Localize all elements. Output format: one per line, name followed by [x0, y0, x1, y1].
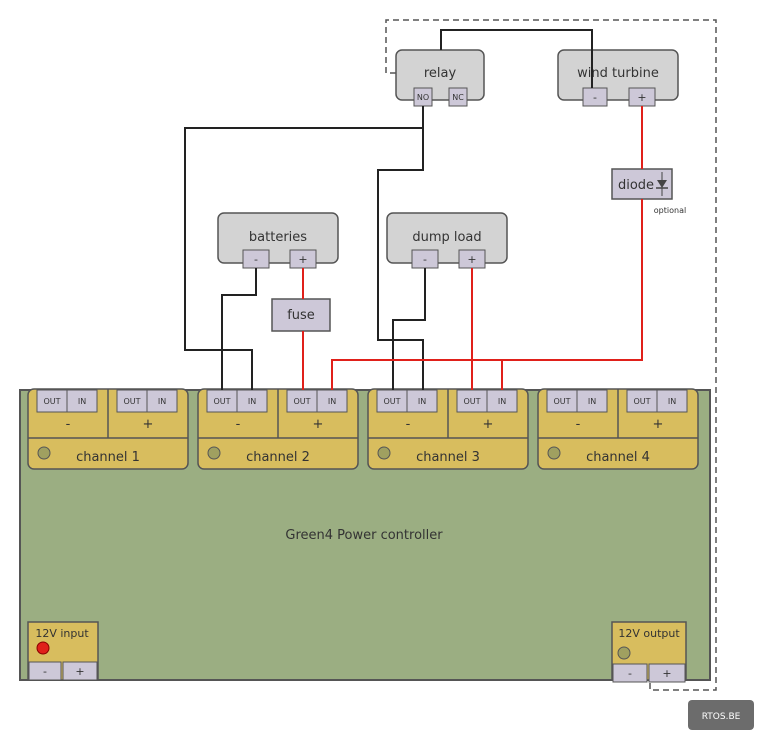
channel-4: OUT IN OUT IN - + channel 4: [537, 388, 699, 470]
fuse-block: fuse: [271, 298, 331, 332]
svg-text:OUT: OUT: [293, 397, 310, 406]
svg-text:+: +: [483, 417, 494, 432]
dump-load-block: dump load - +: [386, 212, 508, 269]
svg-text:OUT: OUT: [123, 397, 140, 406]
output-minus-terminal[interactable]: [612, 663, 648, 683]
svg-text:IN: IN: [158, 397, 166, 406]
channel-1: OUT IN OUT IN - + channel 1: [27, 388, 189, 470]
svg-text:+: +: [313, 417, 324, 432]
svg-text:OUT: OUT: [43, 397, 60, 406]
svg-text:+: +: [75, 665, 84, 678]
ch3-led: [377, 446, 391, 460]
wind-turbine-block: wind turbine - +: [557, 49, 679, 107]
input-plus-terminal[interactable]: [62, 661, 98, 681]
output-led-icon: [617, 646, 631, 660]
ch4-label: channel 4: [586, 450, 650, 465]
watermark-badge: RTOS.BE: [688, 700, 754, 730]
ch1-led: [37, 446, 51, 460]
svg-text:-: -: [406, 417, 411, 432]
svg-text:NO: NO: [417, 93, 429, 102]
svg-text:OUT: OUT: [383, 397, 400, 406]
relay-nc-terminal[interactable]: [448, 87, 468, 107]
output-12v-block: 12V output - +: [611, 621, 687, 683]
svg-text:IN: IN: [328, 397, 336, 406]
svg-text:-: -: [236, 417, 241, 432]
watermark-text: RTOS.BE: [702, 712, 741, 722]
input-minus-terminal[interactable]: [28, 661, 62, 681]
diode-symbol-icon: [656, 172, 668, 196]
ch3-label: channel 3: [416, 450, 480, 465]
relay-block: relay NO NC: [395, 49, 485, 107]
output-plus-terminal[interactable]: [648, 663, 686, 683]
diode-note: optional: [654, 206, 686, 215]
svg-text:NC: NC: [452, 93, 464, 102]
svg-text:OUT: OUT: [463, 397, 480, 406]
input-led-icon: [36, 641, 50, 655]
svg-text:-: -: [628, 667, 632, 680]
ch2-label: channel 2: [246, 450, 310, 465]
svg-text:+: +: [653, 417, 664, 432]
wind-turbine-label: wind turbine: [577, 66, 659, 81]
relay-label: relay: [424, 66, 457, 81]
svg-text:-: -: [254, 253, 258, 266]
svg-text:IN: IN: [248, 397, 256, 406]
red-wires: [302, 106, 643, 390]
channel-3: OUT IN OUT IN - + channel 3: [367, 388, 529, 470]
diode-label: diode: [618, 178, 654, 193]
svg-text:+: +: [662, 667, 671, 680]
black-wires: [184, 29, 593, 390]
svg-text:IN: IN: [668, 397, 676, 406]
batteries-block: batteries - +: [217, 212, 339, 269]
svg-text:-: -: [423, 253, 427, 266]
svg-text:+: +: [467, 253, 476, 266]
svg-text:-: -: [593, 91, 597, 104]
ch1-minus-in[interactable]: [66, 389, 98, 413]
svg-text:IN: IN: [418, 397, 426, 406]
svg-text:-: -: [43, 665, 47, 678]
svg-text:IN: IN: [588, 397, 596, 406]
ch1-plus-in[interactable]: [146, 389, 178, 413]
fuse-label: fuse: [287, 308, 315, 323]
output-12v-label: 12V output: [618, 627, 680, 640]
svg-text:IN: IN: [498, 397, 506, 406]
channel-2: OUT IN OUT IN - + channel 2: [197, 388, 359, 470]
input-12v-block: 12V input - +: [27, 621, 99, 681]
dump-load-label: dump load: [412, 230, 481, 245]
ch2-led: [207, 446, 221, 460]
svg-text:+: +: [637, 91, 646, 104]
ch1-label: channel 1: [76, 450, 140, 465]
svg-text:+: +: [298, 253, 307, 266]
svg-text:+: +: [143, 417, 154, 432]
svg-text:OUT: OUT: [633, 397, 650, 406]
svg-text:-: -: [576, 417, 581, 432]
batteries-label: batteries: [249, 230, 307, 245]
svg-text:OUT: OUT: [213, 397, 230, 406]
svg-text:OUT: OUT: [553, 397, 570, 406]
relay-control-wire: [385, 19, 717, 691]
controller-label: Green4 Power controller: [285, 528, 443, 543]
ch4-plus-in[interactable]: [656, 389, 688, 413]
turbine-minus-terminal[interactable]: [582, 87, 608, 107]
input-12v-label: 12V input: [35, 627, 89, 640]
svg-text:-: -: [66, 417, 71, 432]
ch4-minus-in[interactable]: [576, 389, 608, 413]
svg-text:IN: IN: [78, 397, 86, 406]
ch4-led: [547, 446, 561, 460]
diode-block: diode optional: [611, 168, 686, 215]
